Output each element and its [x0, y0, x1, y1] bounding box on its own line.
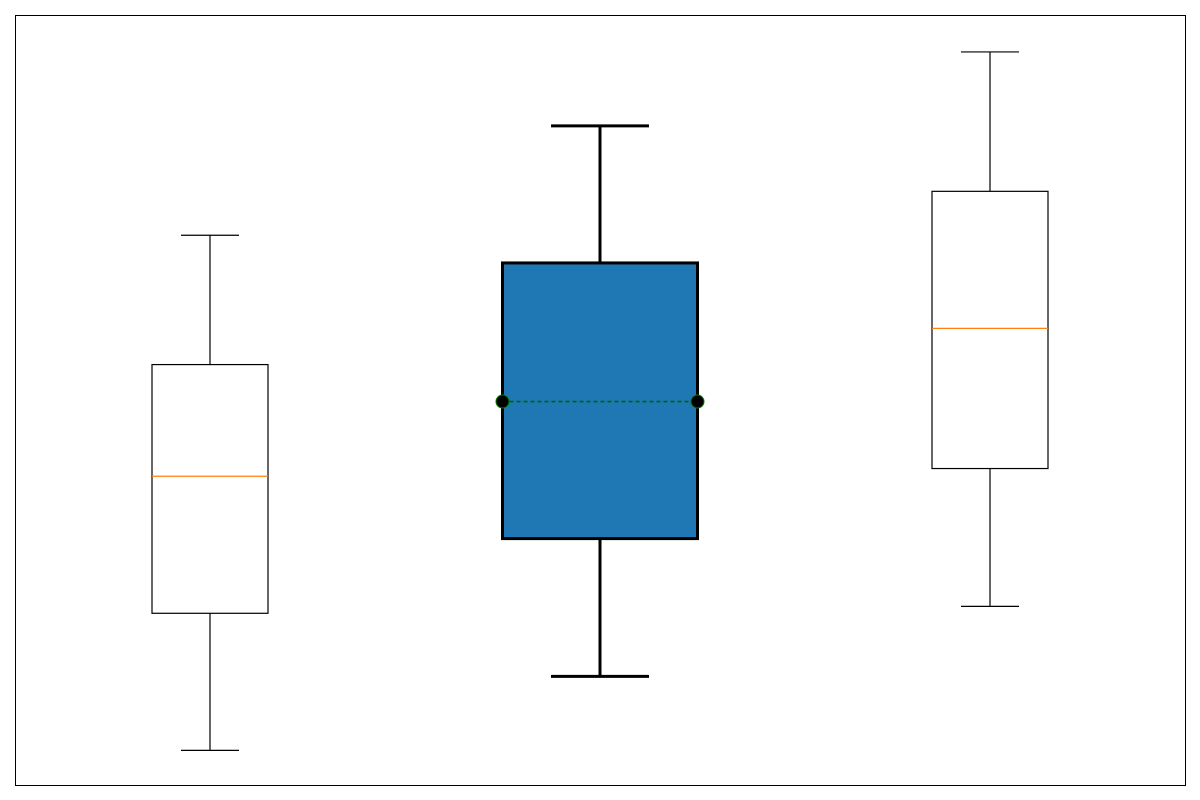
box-group-3 [931, 51, 1049, 607]
box-group-2 [495, 124, 705, 678]
median-marker-right [690, 394, 705, 409]
box-iqr [931, 190, 1049, 470]
median-marker-left [495, 394, 510, 409]
box-group-1 [151, 234, 269, 751]
box-iqr [151, 363, 269, 614]
boxes-layer [151, 51, 1049, 751]
